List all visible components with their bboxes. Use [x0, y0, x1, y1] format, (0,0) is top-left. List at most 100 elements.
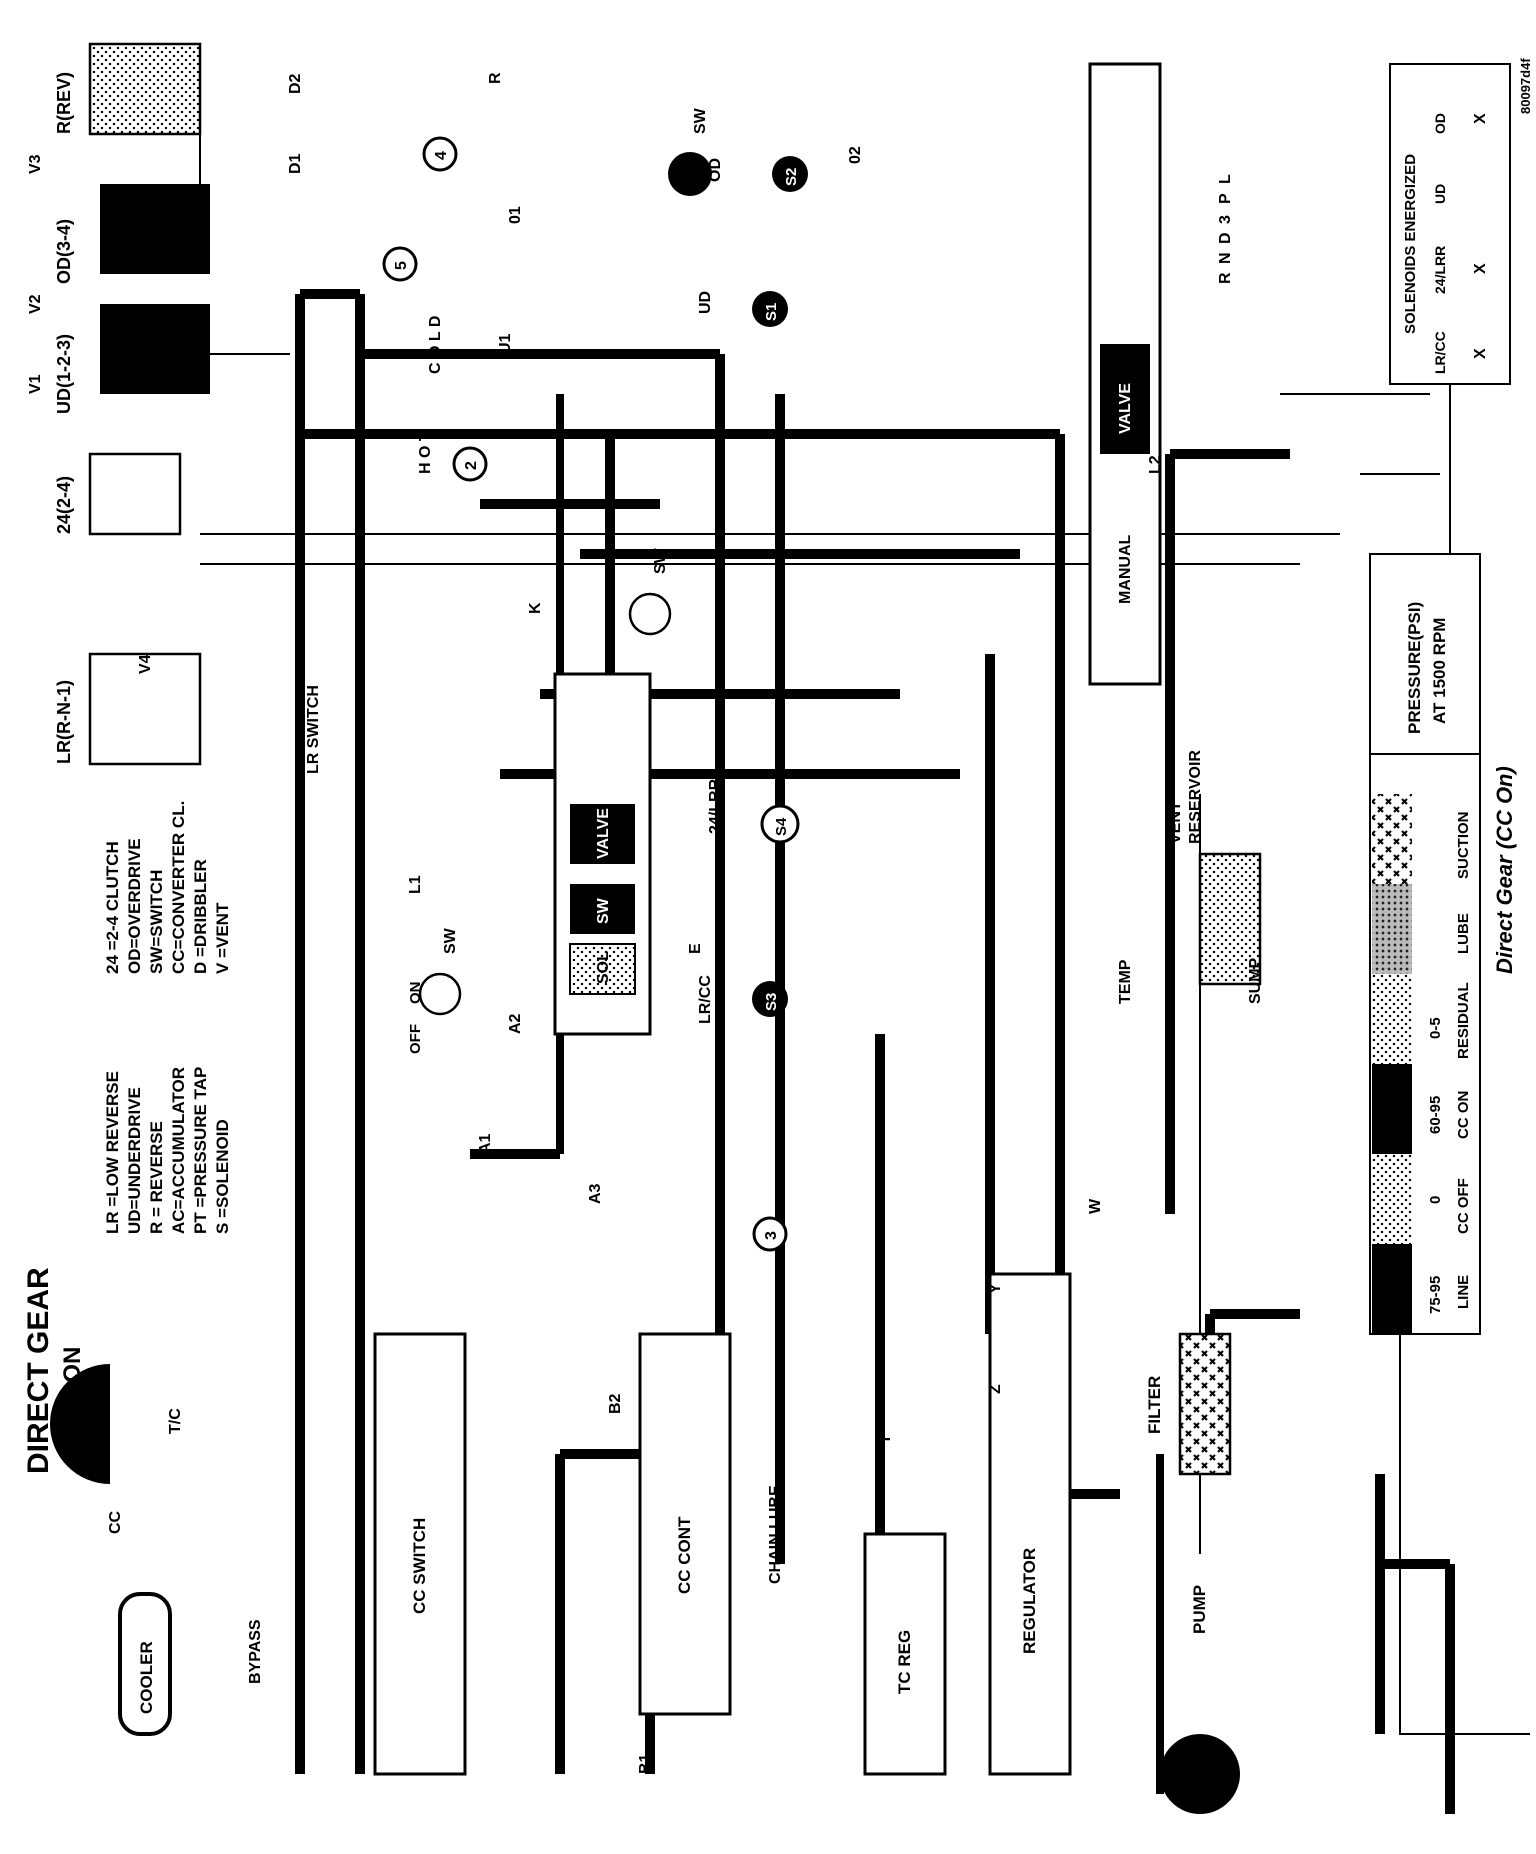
sol-spool: [569, 943, 636, 995]
switch-l1: [418, 972, 462, 1016]
od-clutch-label: OD(3-4): [54, 219, 74, 284]
pressure-title-1: PRESSURE(PSI): [1405, 602, 1424, 734]
title-line1: DIRECT GEAR: [22, 1267, 55, 1474]
rev-clutch-label: R(REV): [54, 72, 74, 134]
label-r: R: [487, 72, 504, 84]
label-hot: H O T: [417, 431, 434, 474]
sw-spool: [570, 884, 635, 934]
switch-k: [628, 592, 672, 636]
check-ball-5: [382, 246, 418, 282]
legend-ud: UD=UNDERDRIVE: [125, 1087, 144, 1234]
sol-head-ud: UD: [1432, 184, 1448, 204]
legend-r: R = REVERSE: [147, 1121, 166, 1234]
abbreviation-legend: LR =LOW REVERSE UD=UNDERDRIVE R = REVERS…: [103, 801, 232, 1234]
check-balls: 4 2 5 3: [382, 136, 788, 1252]
pump-label: PUMP: [1190, 1585, 1209, 1634]
swatch-cc-on: [1372, 1064, 1412, 1154]
pressure-switches: SW OFF ON SW SW: [407, 107, 712, 1054]
shift-n: N: [1217, 252, 1234, 264]
figure-id: 80097d4f: [1518, 58, 1533, 114]
label-z: Z: [987, 1384, 1004, 1394]
swatch-cc-off: [1372, 1154, 1412, 1244]
label-k: K: [527, 602, 544, 614]
regulator-label: REGULATOR: [1020, 1548, 1039, 1654]
legend-v: V =VENT: [213, 902, 232, 974]
solenoid-s3: [752, 981, 788, 1017]
valve-spool: [570, 804, 635, 864]
solenoid-s1: [752, 291, 788, 327]
check-ball-2-label: 2: [463, 461, 480, 470]
pressure-line-name: LINE: [1455, 1275, 1472, 1309]
od-v3-label: V3: [27, 154, 44, 174]
tc-reg-body: [863, 1532, 947, 1776]
label-o1: 01: [507, 206, 524, 224]
solenoid-s2-label: S2: [783, 168, 800, 186]
regulator-valve: REGULATOR: [988, 1272, 1072, 1776]
figure-caption: Direct Gear (CC On): [1492, 766, 1517, 974]
label-b1: B1: [637, 1753, 654, 1774]
sol-mark-lrcc: X: [1472, 348, 1489, 359]
filter-label: FILTER: [1145, 1376, 1164, 1434]
legend-24: 24 =2-4 CLUTCH: [103, 841, 122, 974]
cc-control-valve: CC CONT CHAIN LUBE: [638, 1332, 784, 1716]
manual-valve-label: VALVE: [1117, 383, 1134, 434]
pressure-ccoff-value: 0: [1427, 1196, 1444, 1204]
cooler-body: [118, 1592, 172, 1736]
check-ball-5-label: 5: [393, 261, 410, 270]
label-o2: 02: [847, 146, 864, 164]
label-y: Y: [987, 1283, 1004, 1294]
shift-r: R: [1217, 272, 1234, 284]
label-w: W: [1087, 1198, 1104, 1214]
pressure-ccon-name: CC ON: [1455, 1091, 1472, 1139]
od-clutch: OD(3-4) V3: [27, 154, 210, 284]
check-ball-2: [452, 446, 488, 482]
cooler-bypass: COOLER BYPASS: [118, 1592, 264, 1736]
shift-l: L: [1217, 174, 1234, 184]
label-b2: B2: [607, 1393, 624, 1414]
sol-head-lrcc: LR/CC: [1432, 331, 1448, 374]
passage-labels: A2 A1 A3 B1 B2 E L1 L2 K T W Y Z R U1 01…: [287, 72, 1164, 1774]
lr-clutch: LR(R-N-1) V4: [54, 652, 202, 766]
pressure-residual-name: RESIDUAL: [1455, 982, 1472, 1059]
pump-body: [1160, 1734, 1240, 1814]
switch-od: [668, 152, 712, 196]
pressure-ccon-value: 60-95: [1427, 1096, 1444, 1134]
legend-s: S =SOLENOID: [213, 1119, 232, 1234]
legend-lr: LR =LOW REVERSE: [103, 1071, 122, 1234]
manual-valve: MANUAL VALVE R N D 3 P L: [1088, 62, 1234, 686]
rev-clutch: R(REV): [54, 42, 202, 136]
label-d1: D1: [287, 153, 304, 174]
shift-d: D: [1217, 232, 1234, 244]
bypass-label: BYPASS: [247, 1619, 264, 1684]
ud-v2-label: V2: [27, 294, 44, 314]
cooler-label: COOLER: [137, 1641, 156, 1714]
manual-label: MANUAL: [1117, 534, 1134, 604]
regulator-body: [988, 1272, 1072, 1776]
switch-od-sw: SW: [692, 107, 709, 134]
label-u1: U1: [497, 333, 514, 354]
sol-mark-od: X: [1472, 113, 1489, 124]
manual-valve-spool: [1100, 344, 1150, 454]
cc-switch-valve: CC SWITCH: [373, 1332, 467, 1776]
pressure-title-2: AT 1500 RPM: [1430, 618, 1449, 724]
ud-clutch-label: UD(1-2-3): [54, 334, 74, 414]
ud-clutch: UD(1-2-3) V1 V2: [27, 294, 210, 414]
cc-cont-label: CC CONT: [675, 1516, 694, 1594]
pressure-lube-name: LUBE: [1455, 913, 1472, 954]
legend-d: D =DRIBBLER: [191, 859, 210, 974]
pressure-lines: [295, 289, 1455, 1814]
swatch-lube: [1372, 884, 1412, 974]
label-a3: A3: [587, 1183, 604, 1204]
check-ball-4-label: 4: [433, 151, 450, 160]
solenoid-s4-label: S4: [773, 817, 790, 836]
solenoid-table-title: SOLENOIDS ENERGIZED: [1402, 154, 1419, 334]
shift-p: P: [1217, 193, 1234, 204]
pump-filter: PUMP FILTER: [1145, 1332, 1240, 1814]
tc-label: T/C: [167, 1408, 184, 1434]
valve-label: VALVE: [595, 808, 612, 859]
check-ball-3-label: 3: [763, 1231, 780, 1240]
sol-head-od: OD: [1432, 113, 1448, 134]
legend-pt: PT =PRESSURE TAP: [191, 1067, 210, 1234]
